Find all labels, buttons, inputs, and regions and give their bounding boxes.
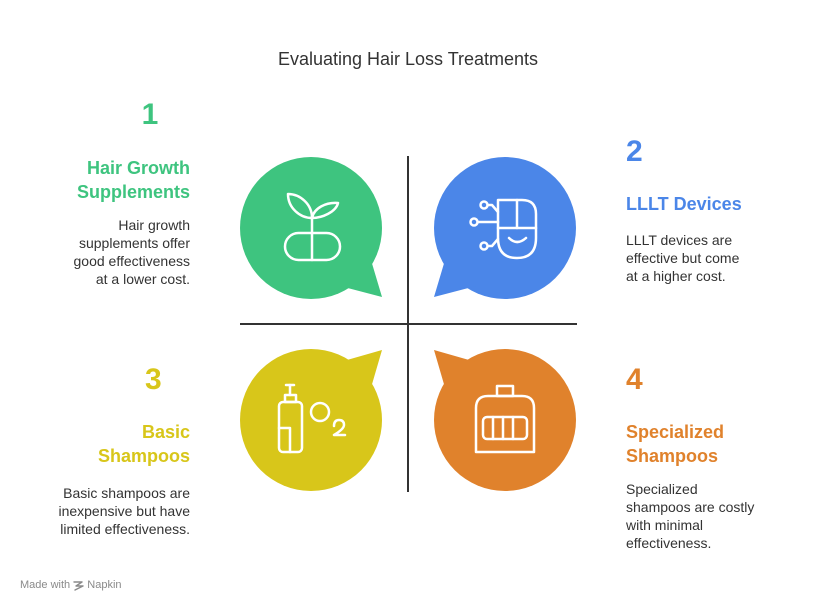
bubble-4 xyxy=(434,349,576,491)
footer-attribution: Made with Napkin xyxy=(20,579,122,591)
quadrant-3-heading-line2: Shampoos xyxy=(97,446,190,466)
quadrant-4-heading: Specialized Shampoos xyxy=(626,420,724,468)
page-title: Evaluating Hair Loss Treatments xyxy=(277,49,539,69)
quadrant-1-heading-line1: Hair Growth xyxy=(86,158,190,178)
quadrant-4-description: Specialized shampoos are costly with min… xyxy=(626,481,755,551)
laser-helmet-icon xyxy=(469,198,538,260)
bubble-2 xyxy=(434,157,576,299)
footer-brand: Napkin xyxy=(87,579,122,592)
quadrant-3-heading: Basic Shampoos xyxy=(98,420,190,468)
quadrant-2-number: 2 xyxy=(626,135,643,168)
napkin-logo-icon xyxy=(73,580,84,591)
quadrant-2-description: LLLT devices are effective but come at a… xyxy=(626,232,740,284)
quadrant-1-heading: Hair Growth Supplements xyxy=(77,156,190,204)
plant-capsule-icon xyxy=(283,192,342,262)
quadrant-1-description: Hair growth supplements offer good effec… xyxy=(73,217,191,287)
quadrant-2-heading: LLLT Devices xyxy=(626,194,742,214)
quadrant-1-heading-line2: Supplements xyxy=(76,182,190,202)
quadrant-3-description: Basic shampoos are inexpensive but have … xyxy=(58,485,190,537)
quadrant-4-number: 4 xyxy=(626,363,643,396)
specialized-shampoo-icon xyxy=(474,384,536,454)
quadrant-3-heading-line1: Basic xyxy=(141,422,190,442)
quadrant-4-heading-line1: Specialized xyxy=(626,422,725,442)
bubble-3 xyxy=(240,349,382,491)
footer-made-with: Made with xyxy=(20,579,71,592)
quadrant-3-number: 3 xyxy=(145,363,162,396)
quadrant-1-number: 1 xyxy=(141,98,159,131)
quadrant-4-heading-line2: Shampoos xyxy=(626,446,719,466)
shampoo-bottle-oxygen-icon xyxy=(277,383,347,454)
bubble-1 xyxy=(240,157,382,299)
